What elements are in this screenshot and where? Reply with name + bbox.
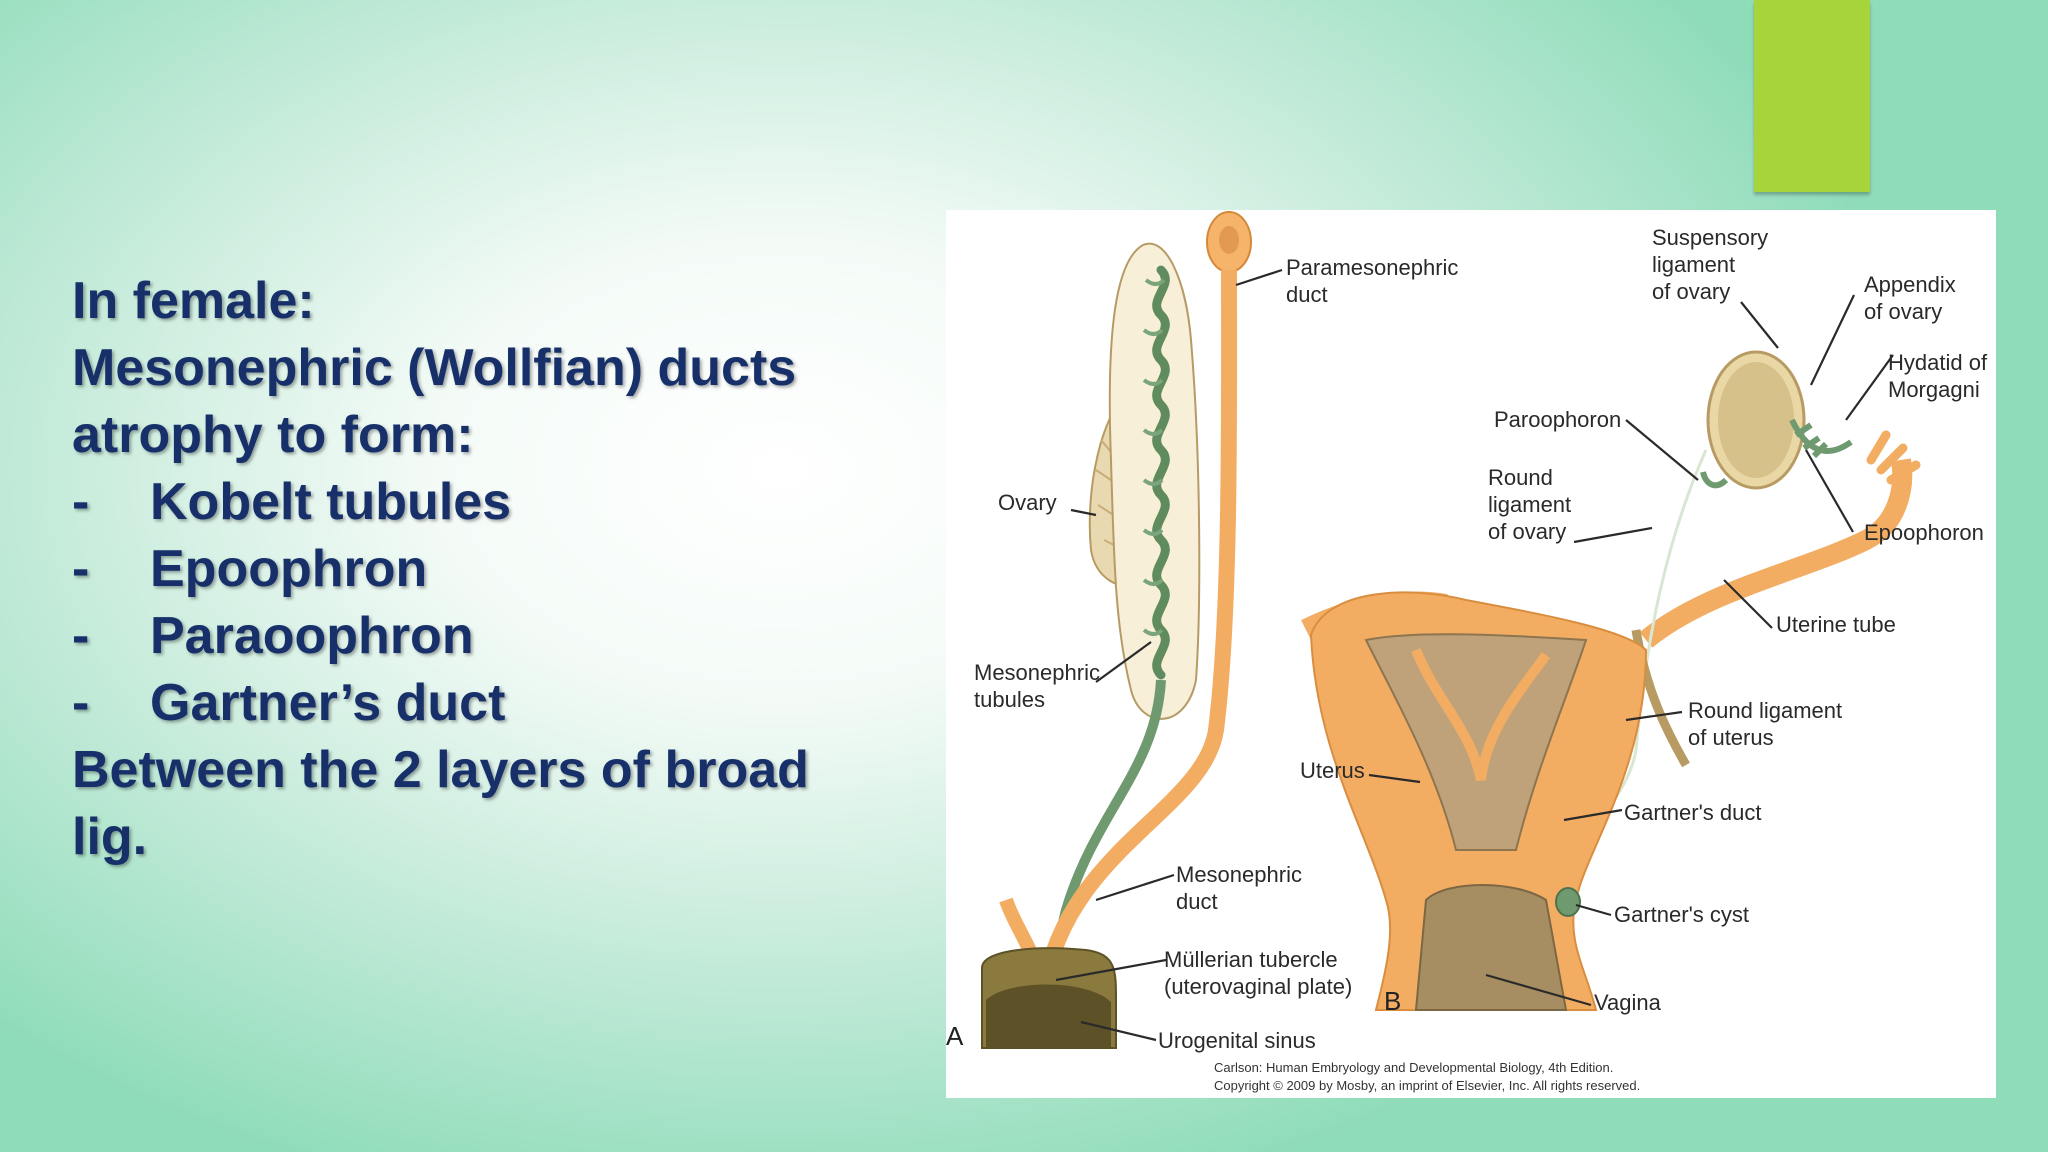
label-hydatid: Hydatid of [1888,350,1988,375]
label-round-ovary-of-ovary: of ovary [1488,519,1566,544]
label-mesonephric-tubules-2: tubules [974,687,1045,712]
panel-a: Paramesonephric duct Ovary Mesonephric t… [946,211,1458,1053]
label-paramesonephric-duct: duct [1286,282,1328,307]
bullet-dash: - [72,674,90,732]
slide-footer-line1: Between the 2 layers of broad [72,741,809,799]
vagina-shape [1414,884,1568,1011]
mesonephric-tubules [1152,265,1170,680]
label-uterine-tube: Uterine tube [1776,612,1896,637]
bullet-item: - Paraoophron [72,603,912,670]
label-vagina: Vagina [1594,990,1662,1015]
label-urogenital-sinus: Urogenital sinus [1158,1028,1316,1053]
label-suspensory-of-ovary: of ovary [1652,279,1730,304]
gartners-cyst-shape [1555,887,1581,917]
label-gartners-duct: Gartner's duct [1624,800,1761,825]
uterine-tube [1639,458,1913,648]
bullet-text: Kobelt tubules [150,473,512,531]
label-mesonephric-duct-2: duct [1176,889,1218,914]
figure-credit-line2: Copyright © 2009 by Mosby, an imprint of… [1214,1078,1640,1093]
panel-b: Suspensory ligament of ovary Appendix of… [1300,225,1988,1016]
paramesonephric-duct [1036,269,1238,992]
label-uterus: Uterus [1300,758,1365,783]
label-mullerian-tubercle: Müllerian tubercle [1164,947,1338,972]
figure-credit-line1: Carlson: Human Embryology and Developmen… [1214,1060,1613,1075]
panel-a-letter: A [946,1021,964,1051]
label-appendix-of-ovary: of ovary [1864,299,1942,324]
bullet-text: Paraoophron [150,607,474,665]
anatomy-figure: Paramesonephric duct Ovary Mesonephric t… [946,210,1996,1098]
label-paroophoron: Paroophoron [1494,407,1621,432]
label-round-ovary: Round [1488,465,1553,490]
bullet-text: Gartner’s duct [150,674,506,732]
label-round-ovary-ligament: ligament [1488,492,1571,517]
label-suspensory: Suspensory [1652,225,1768,250]
bullet-text: Epoophron [150,540,428,598]
bullet-item: - Kobelt tubules [72,469,912,536]
slide-line-atrophy: atrophy to form: [72,406,474,464]
label-uterovaginal-plate: (uterovaginal plate) [1164,974,1352,999]
slide-line-ducts: Mesonephric (Wollfian) ducts [72,339,797,397]
slide-footer-line2: lig. [72,808,148,866]
label-hydatid-morgagni: Morgagni [1888,377,1980,402]
bullet-item: - Gartner’s duct [72,670,912,737]
bullet-dash: - [72,540,90,598]
bullet-dash: - [72,473,90,531]
label-paramesonephric: Paramesonephric [1286,255,1458,280]
bullet-item: - Epoophron [72,536,912,603]
accent-bar [1754,0,1870,192]
slide-heading: In female: [72,272,315,330]
slide-text: In female: Mesonephric (Wollfian) ducts … [72,268,912,871]
label-round-ligament-uterus: Round ligament [1688,698,1842,723]
label-mesonephric-tubules: Mesonephric [974,660,1100,685]
label-ovary: Ovary [998,490,1057,515]
label-mesonephric-duct: Mesonephric [1176,862,1302,887]
panel-b-letter: B [1384,986,1401,1016]
bullet-dash: - [72,607,90,665]
label-suspensory-ligament: ligament [1652,252,1735,277]
label-epoophoron: Epoophoron [1864,520,1984,545]
label-appendix: Appendix [1864,272,1956,297]
label-round-ligament-of-uterus: of uterus [1688,725,1774,750]
label-gartners-cyst: Gartner's cyst [1614,902,1749,927]
anatomy-diagram: Paramesonephric duct Ovary Mesonephric t… [946,211,1988,1093]
